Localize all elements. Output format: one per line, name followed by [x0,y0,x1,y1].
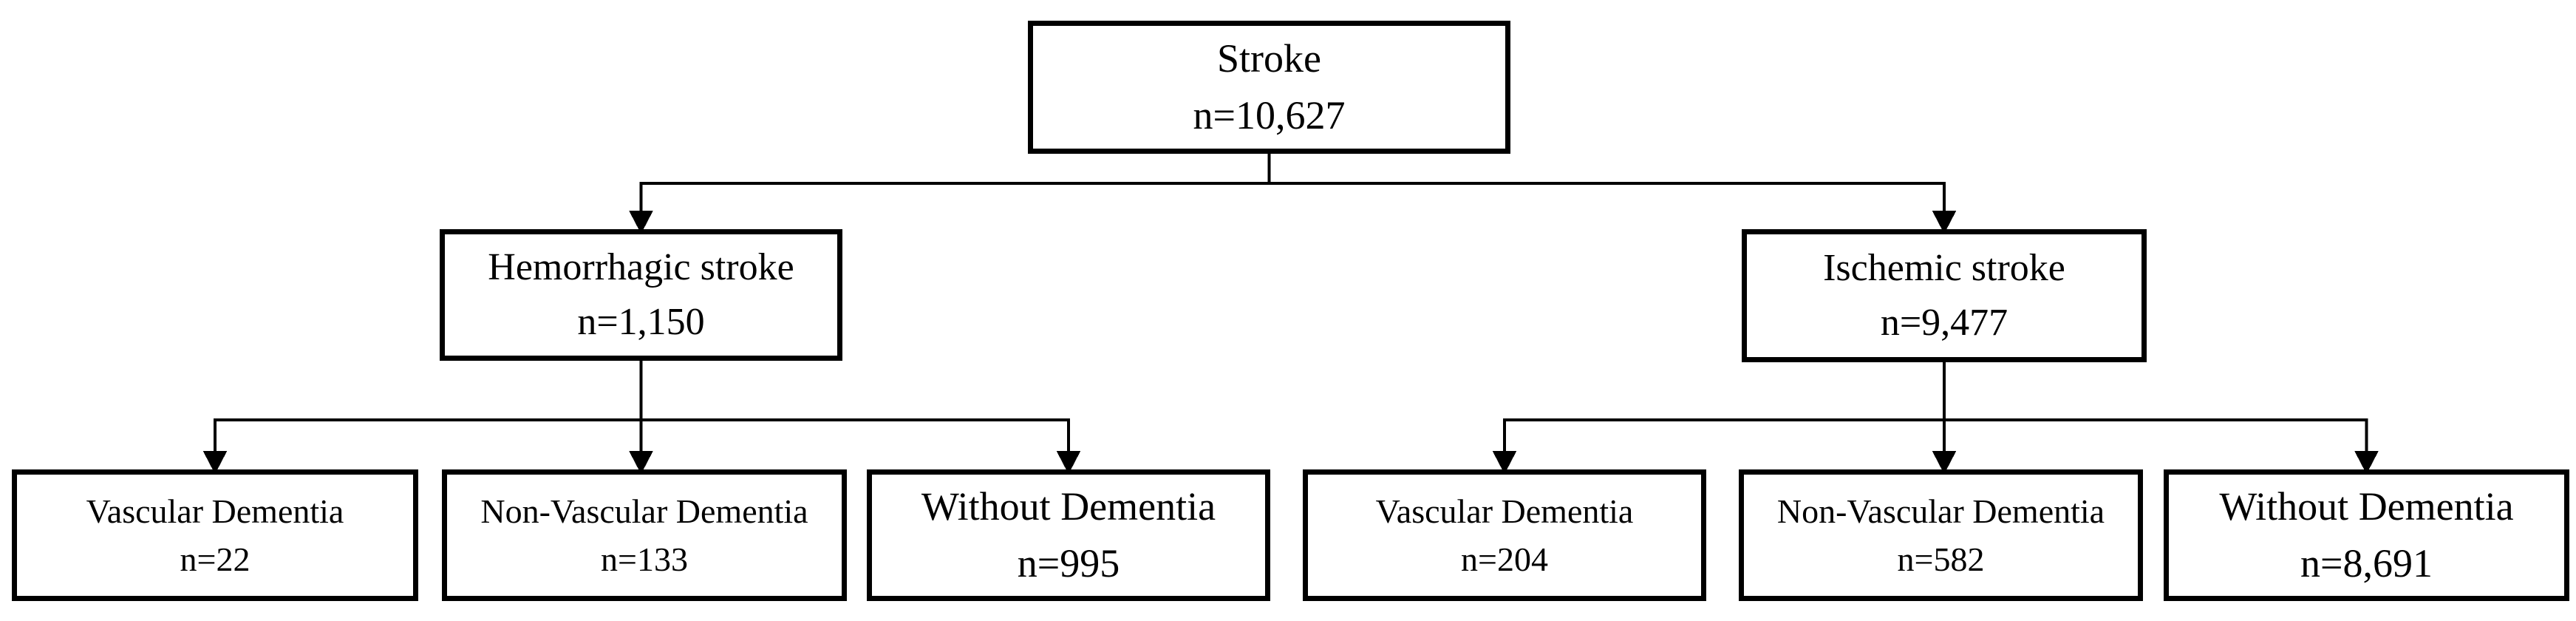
node-count: n=995 [1017,541,1120,586]
node-label: Ischemic stroke [1823,247,2065,290]
arrowhead-down-icon [1932,211,1957,234]
connector-ischemic-to-children [1492,362,2379,475]
arrowhead-down-icon [629,451,653,475]
node-label: Hemorrhagic stroke [488,246,794,289]
node-count: n=10,627 [1193,93,1346,138]
node-label: Stroke [1217,36,1321,81]
node-label: Without Dementia [2219,484,2514,529]
node-hem-without-dementia: Without Dementia n=995 [867,469,1270,601]
node-count: n=204 [1461,540,1548,578]
node-count: n=582 [1897,540,1985,578]
node-count: n=9,477 [1880,302,2008,344]
arrowhead-down-icon [1492,451,1517,475]
node-stroke: Stroke n=10,627 [1028,21,1510,154]
arrowhead-down-icon [1056,451,1081,475]
node-label: Vascular Dementia [1375,492,1634,530]
node-count: n=8,691 [2300,541,2433,586]
connector-hemorrhagic-to-children [202,361,1081,475]
node-count: n=133 [601,540,688,578]
node-label: Non-Vascular Dementia [480,492,808,530]
node-ischemic-stroke: Ischemic stroke n=9,477 [1742,229,2147,362]
node-label: Vascular Dementia [86,492,344,530]
node-hem-vascular-dementia: Vascular Dementia n=22 [12,469,418,601]
arrowhead-down-icon [2354,451,2379,475]
arrowhead-down-icon [202,451,228,475]
node-label: Non-Vascular Dementia [1776,492,2105,530]
node-count: n=22 [180,540,251,578]
node-count: n=1,150 [577,301,705,343]
arrowhead-down-icon [629,211,653,234]
node-isc-without-dementia: Without Dementia n=8,691 [2164,469,2569,601]
node-label: Without Dementia [921,484,1216,529]
node-hemorrhagic-stroke: Hemorrhagic stroke n=1,150 [440,229,842,361]
node-hem-nonvascular-dementia: Non-Vascular Dementia n=133 [442,469,847,601]
node-isc-nonvascular-dementia: Non-Vascular Dementia n=582 [1739,469,2143,601]
node-isc-vascular-dementia: Vascular Dementia n=204 [1303,469,1706,601]
connector-stroke-to-children [629,152,1957,234]
arrowhead-down-icon [1932,451,1957,475]
